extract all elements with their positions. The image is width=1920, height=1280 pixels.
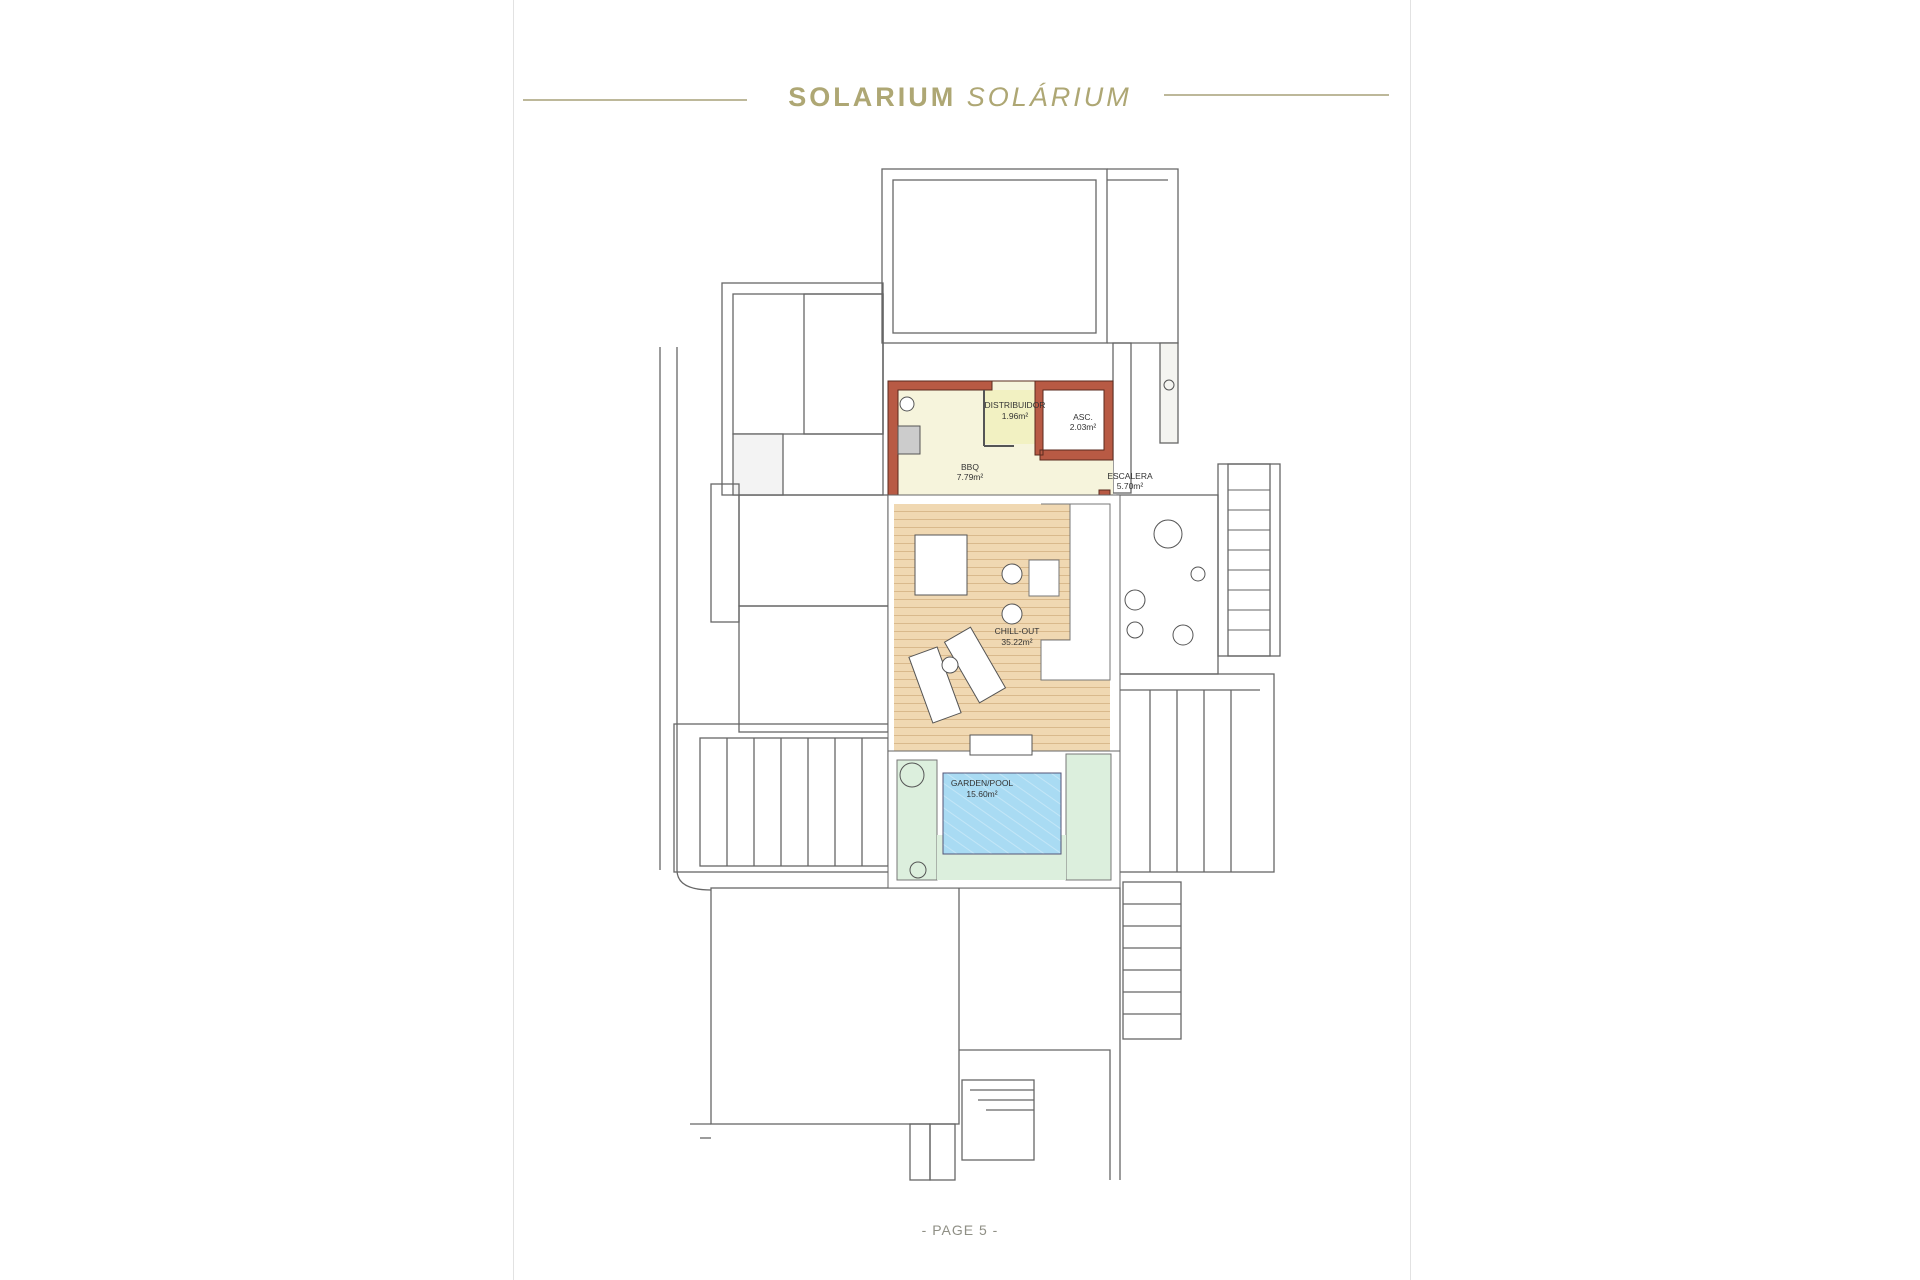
room-area: 35.22m² bbox=[1001, 637, 1032, 647]
title-secondary: SOLÁRIUM bbox=[966, 82, 1132, 112]
room-name: BBQ bbox=[961, 462, 979, 472]
room-area: 15.60m² bbox=[966, 789, 997, 799]
room-area: 7.79m² bbox=[957, 472, 984, 482]
page-left-edge bbox=[513, 0, 514, 1280]
room-area: 5.70m² bbox=[1117, 481, 1144, 491]
room-area: 1.96m² bbox=[1002, 411, 1029, 421]
room-name: GARDEN/POOL bbox=[951, 778, 1014, 788]
garden-pool: GARDEN/POOL 15.60m² bbox=[887, 734, 1121, 889]
chill-out-deck: CHILL-OUT 35.22m² bbox=[887, 494, 1121, 752]
title-rule-left bbox=[523, 99, 747, 101]
page-number: - PAGE 5 - bbox=[921, 1222, 999, 1238]
room-name: ASC. bbox=[1073, 412, 1093, 422]
planting bbox=[1124, 379, 1206, 646]
room-name: CHILL-OUT bbox=[995, 626, 1040, 636]
room-area: 2.03m² bbox=[1070, 422, 1097, 432]
room-name: ESCALERA bbox=[1107, 471, 1153, 481]
title-rule-right bbox=[1164, 94, 1389, 96]
title-primary: SOLARIUM bbox=[788, 82, 957, 112]
bbq-block: DISTRIBUIDOR 1.96m² ASC. 2.03m² BBQ 7.79… bbox=[887, 380, 1153, 503]
page-right-edge bbox=[1410, 0, 1411, 1280]
room-name: DISTRIBUIDOR bbox=[985, 400, 1046, 410]
page-title: SOLARIUM SOLÁRIUM bbox=[0, 82, 1920, 113]
